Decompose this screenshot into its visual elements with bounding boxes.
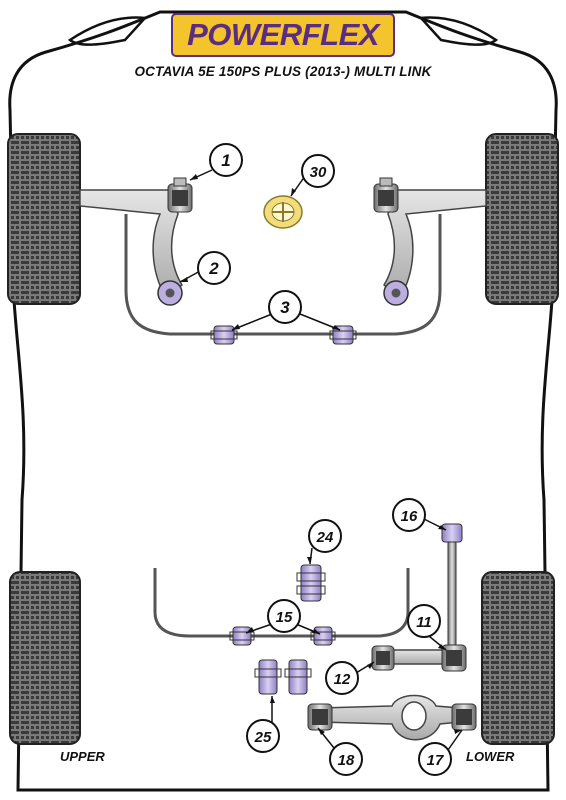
label-30: 30 — [301, 154, 335, 188]
label-16: 16 — [392, 498, 426, 532]
svg-text:11: 11 — [416, 614, 432, 631]
front-left-tyre — [7, 133, 81, 305]
svg-text:12: 12 — [334, 671, 351, 688]
rear-left-tyre — [9, 571, 81, 745]
svg-text:18: 18 — [338, 752, 355, 769]
lower-label: LOWER — [466, 749, 515, 764]
front-arb-bush-left — [210, 325, 238, 345]
front-anti-roll-bar — [124, 214, 442, 336]
svg-text:17: 17 — [427, 752, 444, 769]
label-11: 11 — [407, 604, 441, 638]
bush-25 — [254, 659, 312, 695]
brand-logo: POWERFLEX — [187, 17, 379, 52]
svg-text:1: 1 — [221, 151, 230, 170]
left-wing — [67, 16, 148, 46]
front-right-wishbone-rear-bush — [383, 280, 409, 306]
car-body-outline — [8, 10, 558, 792]
rear-lower-arm-outer-bush — [451, 703, 477, 731]
logo-plate — [171, 13, 395, 57]
svg-text:15: 15 — [276, 609, 293, 626]
page-title: OCTAVIA 5E 150PS PLUS (2013-) MULTI LINK — [134, 64, 432, 79]
svg-text:3: 3 — [280, 298, 290, 317]
label-1: 1 — [209, 143, 243, 177]
rear-arb-bush-left — [229, 626, 255, 646]
rear-arb-link — [441, 523, 463, 651]
label-15: 15 — [267, 599, 301, 633]
label-24: 24 — [308, 519, 342, 553]
label-25: 25 — [246, 719, 280, 753]
upper-label: UPPER — [60, 749, 105, 764]
rear-lower-arm-inner-bush — [307, 703, 333, 731]
svg-text:24: 24 — [316, 529, 334, 546]
rear-upper-arm-outer-bush — [441, 644, 467, 672]
rear-right-tyre — [481, 571, 555, 745]
front-right-wishbone-front-bush — [373, 177, 399, 213]
label-17: 17 — [418, 742, 452, 776]
svg-text:16: 16 — [401, 508, 418, 525]
label-18: 18 — [329, 742, 363, 776]
rear-lower-arm — [319, 694, 461, 741]
front-right-tyre — [485, 133, 559, 305]
svg-text:25: 25 — [254, 729, 272, 746]
rear-arb-bush-right — [310, 626, 336, 646]
engine-mount-insert — [263, 195, 303, 229]
svg-text:2: 2 — [208, 259, 219, 278]
front-left-wishbone-rear-bush — [157, 280, 183, 306]
front-left-wishbone-front-bush — [167, 177, 193, 213]
label-2: 2 — [197, 251, 231, 285]
front-arb-bush-right — [329, 325, 357, 345]
rear-anti-roll-bar — [153, 568, 410, 638]
label-12: 12 — [325, 661, 359, 695]
bush-24 — [296, 564, 326, 602]
label-3: 3 — [268, 290, 302, 324]
right-wing — [418, 16, 499, 46]
rear-upper-arm-inner-bush — [371, 645, 395, 671]
svg-text:30: 30 — [310, 164, 327, 181]
